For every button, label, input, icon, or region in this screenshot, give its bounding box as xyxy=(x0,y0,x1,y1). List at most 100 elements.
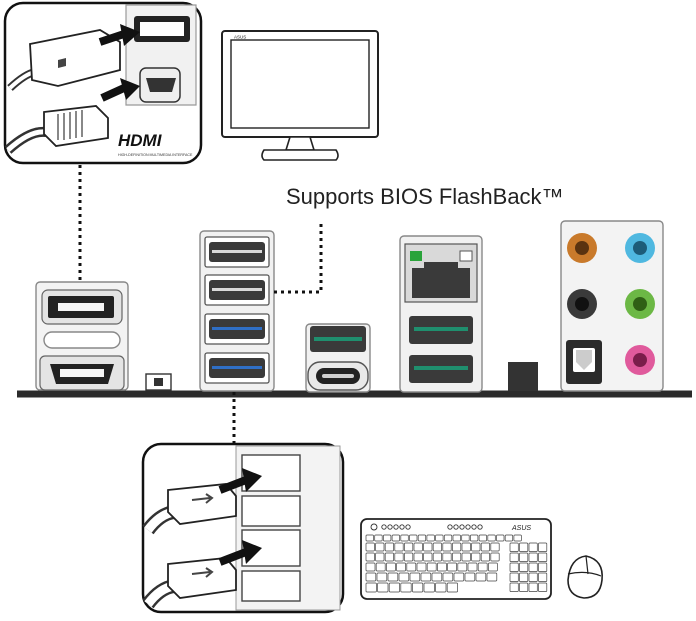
keyboard-key xyxy=(431,572,443,582)
numpad-key xyxy=(528,542,538,552)
numpad-key xyxy=(519,572,529,582)
keyboard-key xyxy=(452,552,462,562)
keyboard-key xyxy=(375,562,386,572)
keyboard-key xyxy=(365,562,376,572)
keyboard-key xyxy=(400,582,412,593)
keyboard-key xyxy=(416,562,427,572)
keyboard-key xyxy=(365,572,377,582)
keyboard-key xyxy=(396,562,406,572)
insert-arrow-icon xyxy=(218,468,262,566)
keyboard-key xyxy=(490,542,500,552)
keyboard-key xyxy=(480,552,490,562)
keyboard-key xyxy=(467,562,478,572)
numpad-key xyxy=(509,582,519,592)
dp-port xyxy=(134,16,190,42)
hdmi-callout: HDMI HIGH-DEFINITION MULTIMEDIA INTERFAC… xyxy=(3,1,203,165)
monitor-brand: ASUS xyxy=(234,35,246,40)
keyboard-key xyxy=(461,534,470,542)
displayport-plug-icon xyxy=(7,29,121,91)
keyboard-key xyxy=(423,542,433,552)
keyboard-key xyxy=(365,534,374,542)
keyboard-key xyxy=(437,562,447,572)
keyboard-key xyxy=(394,542,404,552)
monitor-icon: ASUS xyxy=(221,30,379,161)
keyboard-key xyxy=(442,542,452,552)
keyboard-key xyxy=(404,542,414,552)
numpad-key xyxy=(509,572,519,582)
keyboard-key xyxy=(464,572,476,582)
numpad-key xyxy=(528,552,538,562)
insert-arrow-icon xyxy=(98,24,140,102)
keyboard-key xyxy=(409,572,421,582)
keyboard-key xyxy=(404,552,414,562)
keyboard-key xyxy=(417,534,427,542)
flashback-button xyxy=(508,362,538,391)
keyboard-key xyxy=(513,534,522,542)
keyboard-key xyxy=(487,534,496,542)
keyboard-key xyxy=(475,572,487,582)
keyboard-key xyxy=(365,582,377,593)
numpad-key xyxy=(509,552,519,562)
keyboard-key xyxy=(383,534,392,542)
usb-stack-ports xyxy=(199,230,275,392)
keyboard-key xyxy=(432,552,442,562)
keyboard-key xyxy=(386,562,396,572)
hdmi-tagline: HIGH-DEFINITION MULTIMEDIA INTERFACE xyxy=(118,153,193,157)
clear-cmos-button xyxy=(145,373,172,391)
keyboard-key xyxy=(384,552,394,562)
keyboard-key xyxy=(442,552,452,562)
keyboard-key xyxy=(490,552,500,562)
keyboard-key xyxy=(420,572,432,582)
keyboard-keys xyxy=(365,534,548,593)
keyboard-key xyxy=(453,572,465,582)
keyboard-key xyxy=(496,534,505,542)
video-ports-block xyxy=(35,281,129,391)
keyboard-key xyxy=(504,534,514,542)
keyboard-key xyxy=(423,552,433,562)
usb-plug-icon xyxy=(142,557,237,609)
keyboard-key xyxy=(375,542,385,552)
numpad-key xyxy=(509,542,519,552)
keyboard-key xyxy=(477,562,488,572)
keyboard-key xyxy=(374,534,383,542)
keyboard-key xyxy=(486,572,498,582)
audio-ports xyxy=(560,220,664,392)
keyboard-key xyxy=(478,534,487,542)
keyboard-key xyxy=(387,572,399,582)
keyboard-key xyxy=(426,562,437,572)
numpad-key xyxy=(538,582,548,592)
keyboard-key xyxy=(376,572,388,582)
keyboard-key xyxy=(446,582,458,593)
keyboard-key xyxy=(471,542,481,552)
hdmi-port xyxy=(139,67,181,103)
keyboard-key xyxy=(388,582,400,593)
keyboard-key xyxy=(365,552,375,562)
flashback-dotted-line xyxy=(274,222,323,294)
keyboard-key xyxy=(442,572,454,582)
keyboard-key xyxy=(377,582,389,593)
keyboard-key xyxy=(435,534,444,542)
keyboard-key xyxy=(412,582,424,593)
numpad-key xyxy=(538,562,548,572)
keyboard-icon: ASUS xyxy=(360,518,552,600)
keyboard-key xyxy=(447,562,457,572)
keyboard-key xyxy=(452,542,462,552)
numpad-key xyxy=(519,542,529,552)
keyboard-key xyxy=(375,552,385,562)
keyboard-key xyxy=(406,562,417,572)
keyboard-key xyxy=(409,534,418,542)
keyboard-key xyxy=(488,562,498,572)
numpad-key xyxy=(519,582,529,592)
keyboard-key xyxy=(452,534,461,542)
keyboard-key xyxy=(391,534,400,542)
numpad-key xyxy=(538,552,548,562)
hdmi-plug-icon xyxy=(4,105,109,154)
keyboard-key xyxy=(423,582,435,593)
flashback-note: Supports BIOS FlashBack™ xyxy=(286,184,564,209)
keyboard-key xyxy=(480,542,490,552)
numpad-key xyxy=(519,562,529,572)
keyboard-key xyxy=(365,542,375,552)
keyboard-key xyxy=(435,582,447,593)
keyboard-key xyxy=(457,562,468,572)
